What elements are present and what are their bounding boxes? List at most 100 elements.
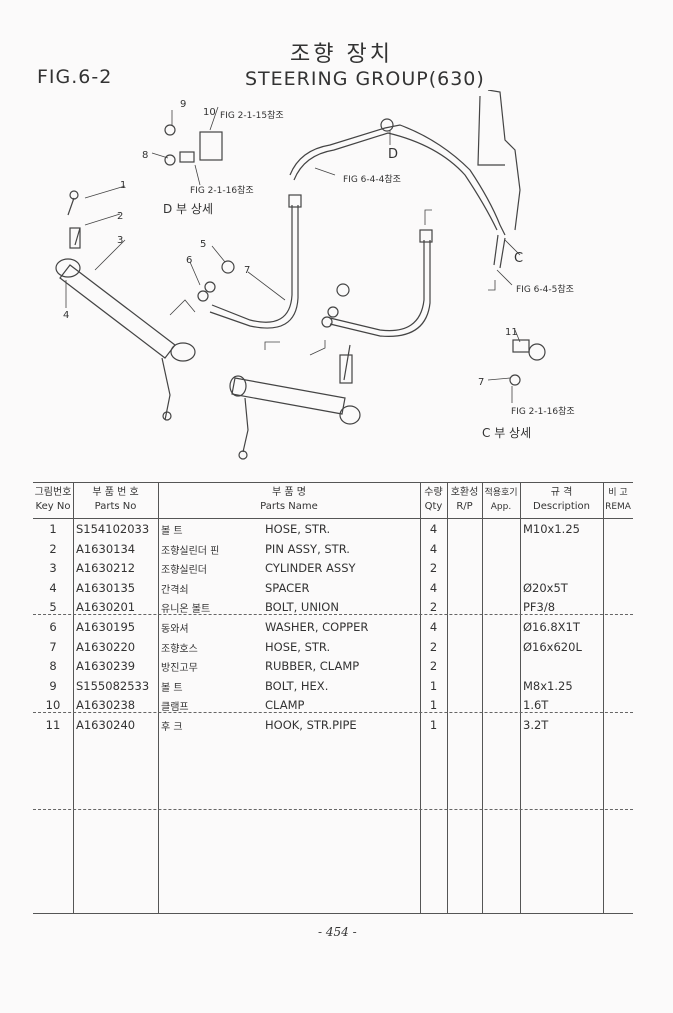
figure-number: FIG.6-2 [37, 66, 113, 88]
cell-qty: 1 [429, 698, 438, 713]
callout-3: 3 [117, 235, 123, 246]
callout-5: 5 [200, 239, 206, 250]
cell-qty: 4 [429, 541, 438, 556]
cell-ko: 클램프 [161, 702, 189, 714]
cell-key: 6 [49, 620, 57, 634]
cell-en: RUBBER, CLAMP [265, 659, 360, 674]
table-row: 11 A1630240 후 크 HOOK, STR.PIPE 1 3.2T [33, 716, 633, 735]
cell-en: WASHER, COPPER [265, 620, 369, 634]
cell-ko: 동와셔 [161, 624, 189, 635]
callout-8: 8 [142, 150, 148, 161]
callout-1: 1 [120, 180, 126, 191]
table-row: 7 A1630220 조향호스 HOSE, STR. 2 Ø16x620L [33, 638, 633, 657]
cell-key: 4 [49, 580, 57, 595]
cell-ko: 유니온 볼트 [161, 604, 211, 616]
callout-7b: 7 [478, 377, 484, 388]
cell-part: A1630240 [76, 718, 136, 732]
cell-part: S154102033 [76, 522, 150, 536]
marker-d: D [388, 147, 398, 162]
callout-4: 4 [63, 310, 69, 321]
cell-key: 9 [49, 678, 57, 693]
ref-fig-6-4-4: FIG 6-4-4참조 [343, 174, 401, 185]
callout-9: 9 [180, 99, 186, 110]
cell-part: A1630212 [76, 561, 136, 576]
cell-qty: 1 [429, 678, 438, 693]
cell-part: A1630135 [76, 580, 136, 595]
cell-qty: 4 [429, 620, 438, 634]
cell-qty: 2 [429, 561, 438, 576]
cell-key: 8 [49, 659, 57, 674]
table-row: 10 A1630238 클램프 CLAMP 1 1.6T [33, 696, 633, 715]
cell-desc: PF3/8 [523, 600, 556, 615]
cell-key: 2 [49, 541, 57, 556]
cell-en: BOLT, HEX. [265, 678, 329, 693]
cell-key: 1 [49, 522, 57, 536]
cell-ko: 간격쇠 [161, 584, 189, 596]
cell-part: A1630238 [76, 698, 136, 713]
cell-en: CLAMP [265, 698, 305, 713]
cell-key: 3 [49, 561, 57, 576]
cell-key: 10 [45, 698, 61, 713]
cell-ko: 방진고무 [161, 663, 198, 675]
cell-ko: 후 크 [161, 722, 183, 733]
callout-2: 2 [117, 211, 123, 222]
cell-part: A1630220 [76, 639, 136, 654]
cell-desc: Ø16x620L [523, 639, 582, 654]
cell-qty: 4 [429, 522, 438, 536]
cell-part: A1630201 [76, 600, 136, 615]
cell-en: SPACER [265, 580, 310, 595]
title-korean: 조향 장치 [290, 42, 393, 67]
cell-en: PIN ASSY, STR. [265, 541, 350, 556]
cell-en: HOSE, STR. [265, 522, 331, 536]
cell-part: A1630239 [76, 659, 136, 674]
cell-en: CYLINDER ASSY [265, 561, 356, 576]
cell-ko: 조향호스 [161, 643, 198, 655]
cell-en: HOSE, STR. [265, 639, 331, 654]
cell-desc: M10x1.25 [523, 522, 580, 536]
ref-fig-2-1-16-c: FIG 2-1-16참조 [511, 406, 575, 417]
cell-key: 11 [45, 718, 61, 732]
cell-desc: 1.6T [523, 698, 549, 713]
cell-key: 7 [49, 639, 57, 654]
cell-part: A1630134 [76, 541, 136, 556]
page-number: - 454 - [318, 925, 357, 939]
cell-part: S155082533 [76, 678, 150, 693]
title-english: STEERING GROUP(630) [245, 68, 485, 90]
cell-en: HOOK, STR.PIPE [265, 718, 357, 732]
cell-ko: 볼 트 [161, 682, 183, 694]
cell-key: 5 [49, 600, 57, 615]
cell-qty: 2 [429, 659, 438, 674]
callout-6: 6 [186, 255, 192, 266]
cell-ko: 조향실린더 [161, 565, 207, 577]
table-row: 3 A1630212 조향실린더 CYLINDER ASSY 2 [33, 559, 633, 578]
detail-c-label: C 부 상세 [482, 426, 531, 440]
ref-fig-2-1-16: FIG 2-1-16참조 [190, 185, 254, 196]
cell-part: A1630195 [76, 620, 136, 634]
cell-en: BOLT, UNION [265, 600, 339, 615]
cell-qty: 2 [429, 639, 438, 654]
cell-ko: 볼 트 [161, 526, 183, 537]
cell-qty: 2 [429, 600, 438, 615]
cell-desc: 3.2T [523, 718, 549, 732]
exploded-parts-diagram: 1 2 3 4 5 6 7 8 9 10 11 7 FIG 2-1-15참조 F… [55, 90, 575, 460]
cell-ko: 조향실린더 핀 [161, 545, 220, 557]
callout-11: 11 [505, 327, 518, 338]
ref-fig-2-1-15: FIG 2-1-15참조 [220, 110, 284, 121]
cell-desc: Ø20x5T [523, 580, 568, 595]
table-row: 2 A1630134 조향실린더 핀 PIN ASSY, STR. 4 [33, 540, 633, 559]
ref-fig-6-4-5: FIG 6-4-5참조 [516, 284, 574, 295]
callout-7: 7 [244, 265, 250, 276]
table-row: 1 S154102033 볼 트 HOSE, STR. 4 M10x1.25 [33, 520, 633, 539]
cell-qty: 1 [429, 718, 438, 732]
